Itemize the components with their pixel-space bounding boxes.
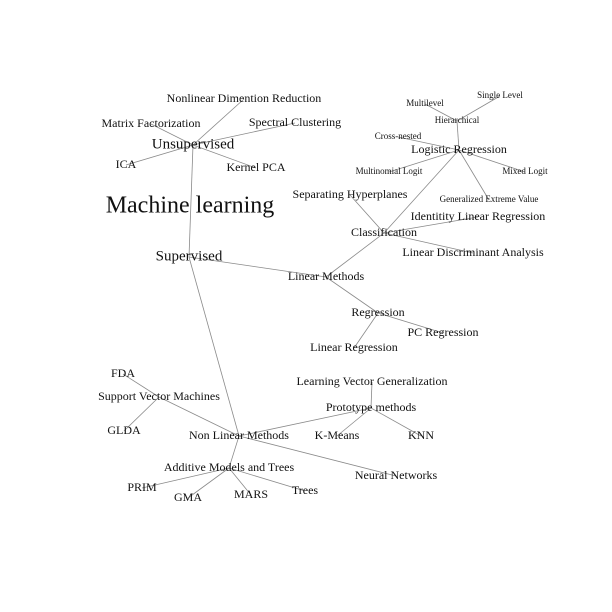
node-cn: Cross-nested	[375, 131, 422, 141]
edge-clf-sh	[349, 194, 385, 234]
edge-clf-ilr	[383, 216, 479, 234]
edge-svm-glda	[123, 396, 160, 432]
node-trees: Trees	[292, 483, 319, 497]
node-nn: Neural Networks	[355, 468, 438, 482]
node-sl: Single Level	[477, 90, 523, 100]
node-mnl: Multinomial Logit	[356, 166, 423, 176]
node-mf: Matrix Factorization	[102, 116, 201, 130]
edge-logr-mnl	[388, 149, 460, 173]
edge-nlm-pm	[238, 407, 372, 437]
edge-sup-lm	[188, 256, 327, 278]
node-ml2: Multilevel	[406, 98, 444, 108]
node-mars: MARS	[234, 487, 268, 501]
node-pm: Prototype methods	[326, 400, 417, 414]
edge-reg-linreg	[353, 312, 379, 349]
edge-nlm-amt	[228, 435, 240, 469]
edge-pm-km	[336, 407, 372, 437]
edge-unsup-mf	[150, 123, 194, 146]
edge-pm-knn	[370, 407, 422, 437]
edge-unsup-kpca	[192, 144, 257, 169]
edge-nlm-svm	[158, 396, 240, 437]
node-lvg: Learning Vector Generalization	[296, 374, 447, 388]
node-lm: Linear Methods	[288, 269, 365, 283]
edge-clf-logr	[383, 149, 460, 234]
edge-logr-mxl	[458, 149, 526, 173]
edge-unsup-sup	[188, 144, 194, 258]
edge-reg-pcr	[377, 312, 444, 334]
edge-clf-lda	[383, 232, 474, 254]
node-ilr: Identitity Linear Regression	[411, 209, 546, 223]
edge-unsup-ica	[125, 144, 194, 166]
edge-amt-gma	[187, 467, 230, 499]
node-svm: Support Vector Machines	[98, 389, 220, 403]
node-fda: FDA	[111, 366, 135, 380]
node-km: K-Means	[315, 428, 360, 442]
node-reg: Regression	[351, 305, 404, 319]
edge-logr-cn	[397, 136, 460, 151]
edge-lm-clf	[325, 232, 385, 278]
node-knn: KNN	[408, 428, 434, 442]
edge-nlm-nn	[238, 435, 397, 477]
node-glda: GLDA	[107, 423, 141, 437]
node-linreg: Linear Regression	[310, 340, 398, 354]
node-ndr: Nonlinear Dimention Reduction	[167, 91, 322, 105]
edge-unsup-sc	[192, 122, 296, 146]
edge-unsup-ndr	[192, 98, 245, 146]
edge-sup-nlm	[188, 256, 240, 437]
edge-logr-gev	[458, 149, 490, 201]
edge-lm-reg	[325, 276, 379, 314]
node-gma: GMA	[174, 490, 202, 504]
node-sup: Supervised	[156, 248, 223, 264]
edge-hier-ml2	[424, 103, 458, 122]
edge-svm-fda	[122, 373, 160, 398]
edge-amt-trees	[228, 467, 306, 492]
node-mxl: Mixed Logit	[502, 166, 548, 176]
node-kpca: Kernel PCA	[227, 160, 286, 174]
edge-amt-prim	[141, 467, 230, 489]
node-nlm: Non Linear Methods	[189, 428, 289, 442]
edge-pm-lvg	[370, 381, 373, 409]
node-sh: Separating Hyperplanes	[293, 187, 408, 201]
node-lda: Linear Discriminant Analysis	[402, 245, 544, 259]
node-prim: PRIM	[127, 480, 157, 494]
node-ml: Machine learning	[106, 193, 275, 219]
node-ica: ICA	[116, 157, 137, 171]
node-clf: Classification	[351, 225, 417, 239]
edge-hier-sl	[456, 95, 501, 122]
node-amt: Additive Models and Trees	[164, 460, 295, 474]
node-pcr: PC Regression	[407, 325, 478, 339]
node-unsup: Unsupervised	[152, 136, 235, 152]
node-gev: Generalized Extreme Value	[440, 194, 539, 204]
edge-logr-hier	[456, 120, 460, 151]
edge-amt-mars	[228, 467, 252, 496]
node-hier: Hierarchical	[435, 115, 480, 125]
node-sc: Spectral Clustering	[249, 115, 341, 129]
node-logr: Logistic Regression	[411, 142, 507, 156]
